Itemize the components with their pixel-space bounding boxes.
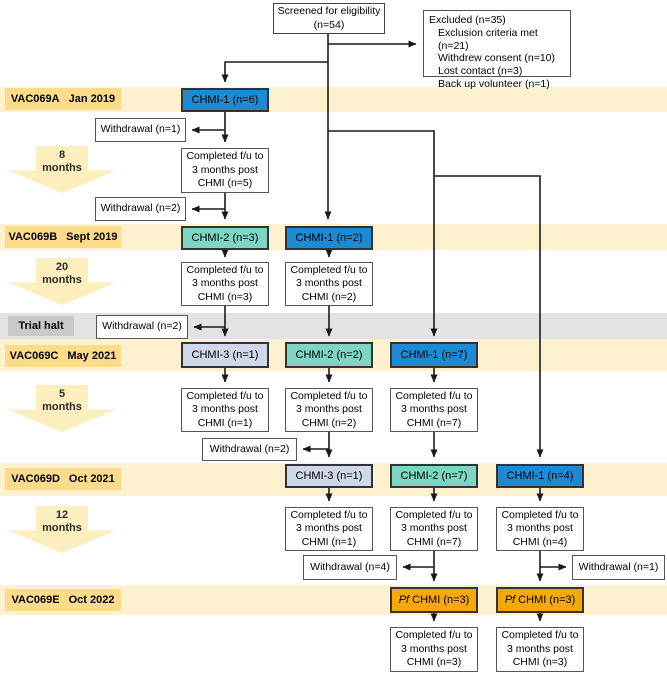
- withdrawal-box-vac069d-left: Withdrawal (n=4): [303, 555, 397, 580]
- followup-box-vac069c-chmi2: Completed f/u to 3 months post CHMI (n=2…: [285, 388, 373, 432]
- cohort-box-vac069e-pfchmi-right: Pf CHMI (n=3): [496, 587, 584, 613]
- followup-box-vac069c-chmi3: Completed f/u to 3 months post CHMI (n=1…: [181, 388, 269, 432]
- band-date: Sept 2019: [66, 231, 118, 243]
- followup-box-vac069c-chmi1: Completed f/u to 3 months post CHMI (n=7…: [390, 388, 478, 432]
- cohort-box-vac069c-chmi1: CHMI-1 (n=7): [390, 342, 478, 368]
- withdrawal-box-vac069a-2: Withdrawal (n=2): [95, 197, 186, 221]
- band-name: VAC069E: [11, 594, 60, 606]
- pf-rest: CHMI (n=3): [409, 594, 470, 606]
- band-name: VAC069C: [9, 350, 59, 362]
- followup-box-vac069a-chmi1: Completed f/u to 3 months post CHMI (n=5…: [181, 148, 269, 193]
- cohort-box-vac069a-chmi1: CHMI-1 (n=6): [181, 88, 269, 112]
- band-name: Trial halt: [18, 320, 64, 332]
- band-name: VAC069D: [11, 473, 60, 485]
- band-label-trial-halt: Trial halt: [8, 316, 74, 336]
- cohort-box-vac069c-chmi2: CHMI-2 (n=2): [285, 342, 373, 368]
- cohort-box-vac069c-chmi3: CHMI-3 (n=1): [181, 342, 269, 368]
- withdrawal-box-vac069c: Withdrawal (n=2): [202, 438, 297, 461]
- cohort-box-vac069b-chmi2: CHMI-2 (n=3): [181, 226, 269, 250]
- excluded-item: Withdrew consent (n=10): [438, 52, 556, 65]
- withdrawal-box-vac069d-right: Withdrawal (n=1): [572, 555, 665, 580]
- band-date: Oct 2021: [68, 473, 115, 485]
- band-date: Jan 2019: [68, 93, 116, 105]
- followup-box-vac069d-chmi3: Completed f/u to 3 months post CHMI (n=1…: [285, 507, 373, 551]
- band-label-vac069e: VAC069E Oct 2022: [5, 589, 121, 611]
- band-label-vac069c: VAC069C May 2021: [5, 345, 121, 367]
- followup-box-vac069b-chmi1: Completed f/u to 3 months post CHMI (n=2…: [285, 262, 373, 306]
- excluded-item: Lost contact (n=3): [438, 65, 523, 78]
- followup-box-vac069b-chmi2: Completed f/u to 3 months post CHMI (n=3…: [181, 262, 269, 306]
- band-label-vac069d: VAC069D Oct 2021: [5, 468, 121, 490]
- cohort-box-vac069d-chmi1: CHMI-1 (n=4): [496, 464, 584, 488]
- connector-line: [434, 175, 544, 458]
- cohort-box-vac069d-chmi2: CHMI-2 (n=7): [390, 464, 478, 488]
- withdrawal-box-vac069a-1: Withdrawal (n=1): [95, 118, 186, 142]
- pf-label: Pf: [504, 594, 516, 606]
- excluded-item: Back up volunteer (n=1): [438, 77, 550, 90]
- band-name: VAC069A: [10, 93, 60, 105]
- connector-line: [221, 61, 328, 83]
- connector-line: [328, 130, 438, 337]
- cohort-box-vac069d-chmi3: CHMI-3 (n=1): [285, 464, 373, 488]
- followup-box-vac069d-chmi2: Completed f/u to 3 months post CHMI (n=7…: [390, 507, 478, 551]
- excluded-box: Excluded (n=35) Exclusion criteria met (…: [423, 10, 571, 90]
- pf-rest: CHMI (n=3): [515, 594, 576, 606]
- band-date: May 2021: [67, 350, 117, 362]
- excluded-title: Excluded (n=35): [429, 14, 506, 26]
- band-date: Oct 2022: [68, 594, 115, 606]
- cohort-box-vac069e-pfchmi-left: Pf CHMI (n=3): [390, 587, 478, 613]
- cohort-box-vac069b-chmi1: CHMI-1 (n=2): [285, 226, 373, 250]
- followup-box-vac069d-chmi1: Completed f/u to 3 months post CHMI (n=4…: [496, 507, 584, 551]
- band-label-vac069a: VAC069A Jan 2019: [5, 88, 121, 110]
- excluded-item: Exclusion criteria met (n=21): [438, 26, 538, 52]
- pf-label: Pf: [398, 594, 410, 606]
- withdrawal-box-trial-halt: Withdrawal (n=2): [96, 315, 188, 339]
- band-label-vac069b: VAC069B Sept 2019: [5, 226, 121, 248]
- band-name: VAC069B: [8, 231, 58, 243]
- followup-box-vac069e-right: Completed f/u to 3 months post CHMI (n=3…: [496, 627, 584, 672]
- screened-box: Screened for eligibility (n=54): [273, 3, 385, 34]
- followup-box-vac069e-left: Completed f/u to 3 months post CHMI (n=3…: [390, 627, 478, 672]
